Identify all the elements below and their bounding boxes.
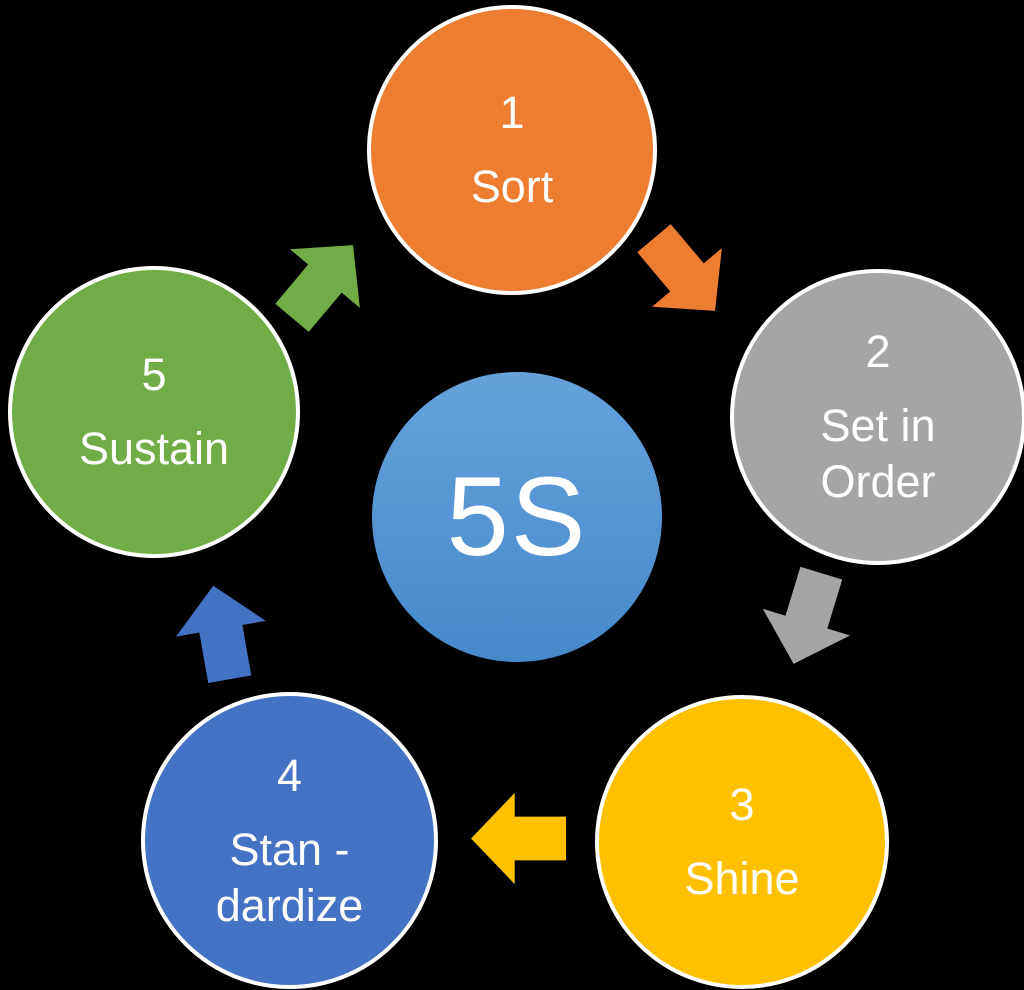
- step-label: Sustain: [78, 423, 230, 474]
- center-circle: 5S: [372, 372, 662, 662]
- step-number: 4: [276, 749, 303, 801]
- step-number: 5: [141, 349, 167, 400]
- step-label: Set in: [820, 400, 936, 451]
- step-number: 3: [729, 779, 755, 830]
- step-label: Sort: [470, 161, 554, 212]
- center-label: 5S: [446, 454, 588, 579]
- arrow-icon-setinorder-to-shine: [762, 566, 850, 664]
- step-circle-set-in-order: 2 Set in Order: [730, 269, 1024, 565]
- arrow-icon-standardize-to-sustain: [175, 585, 266, 684]
- step-circle-sustain: 5 Sustain: [8, 266, 300, 558]
- step-circle-shine: 3 Shine: [595, 695, 889, 989]
- step-number: 2: [865, 326, 891, 377]
- arrow-icon-sustain-to-sort: [275, 245, 360, 332]
- arrow-shape: [275, 245, 360, 332]
- arrow-shape: [637, 224, 722, 311]
- arrow-icon-shine-to-standardize: [471, 792, 566, 885]
- arrow-shape: [471, 792, 566, 885]
- step-label: Shine: [684, 853, 800, 904]
- arrow-shape: [762, 566, 850, 664]
- step-label: Stan -: [229, 823, 350, 875]
- step-circle-standardize: 4 Stan - dardize: [141, 692, 438, 989]
- step-number: 1: [499, 87, 525, 138]
- step-circle-sort: 1 Sort: [367, 5, 657, 295]
- step-label: dardize: [215, 879, 364, 931]
- step-label: Order: [820, 456, 936, 507]
- arrow-icon-sort-to-setinorder: [637, 224, 722, 311]
- arrow-shape: [175, 585, 266, 684]
